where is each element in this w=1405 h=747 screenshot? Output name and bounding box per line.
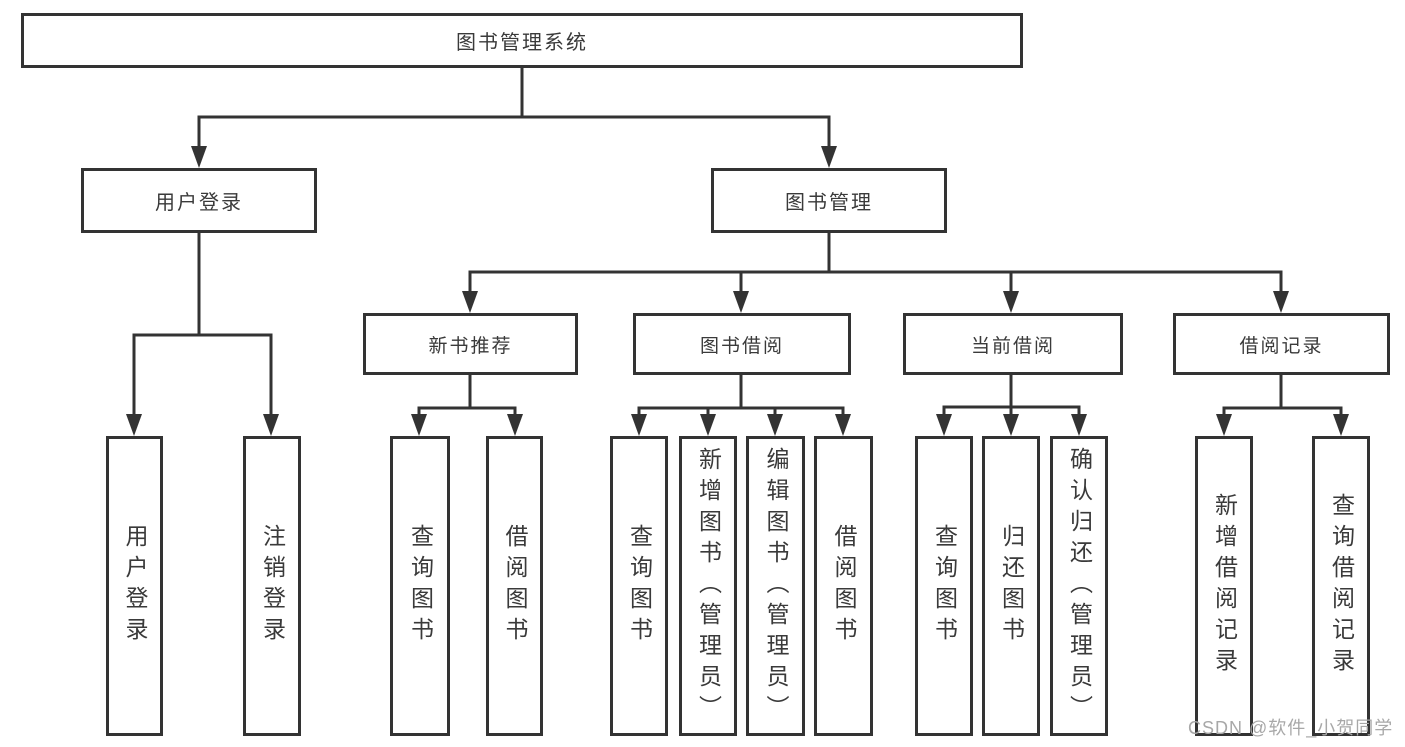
arrowhead <box>263 414 279 436</box>
leaf-add-book-admin: 新增图书（管理员） <box>679 436 737 736</box>
leaf-confirm-return-admin: 确认归还（管理员） <box>1050 436 1108 736</box>
leaf-user-login: 用户登录 <box>106 436 163 736</box>
leaf-query-book-borrow: 查询图书 <box>610 436 668 736</box>
leaf-borrow-book-label: 借阅图书 <box>831 524 857 648</box>
leaf-add-borrow-record-label: 新增借阅记录 <box>1211 493 1238 679</box>
leaf-borrow-book-recommend-label: 借阅图书 <box>502 524 528 648</box>
leaf-edit-book-admin: 编辑图书（管理员） <box>746 436 805 736</box>
connector-borrowrecord-to-leaves <box>1216 375 1349 436</box>
leaf-query-borrow-record: 查询借阅记录 <box>1312 436 1370 736</box>
node-borrowing-records: 借阅记录 <box>1173 313 1390 375</box>
leaf-user-login-label: 用户登录 <box>122 524 148 648</box>
leaf-confirm-return-admin-label: 确认归还（管理员） <box>1066 446 1093 726</box>
arrowhead <box>700 414 716 436</box>
node-book-management: 图书管理 <box>711 168 947 233</box>
leaf-query-book-current-label: 查询图书 <box>931 524 958 648</box>
leaf-borrow-book-recommend: 借阅图书 <box>486 436 543 736</box>
leaf-logout-label: 注销登录 <box>259 524 286 648</box>
leaf-return-book: 归还图书 <box>982 436 1040 736</box>
watermark: CSDN @软件_小贺同学 <box>1188 718 1394 738</box>
connector-bookborrow-to-leaves <box>631 375 851 436</box>
arrowhead <box>821 146 837 168</box>
arrowhead <box>767 414 783 436</box>
arrowhead <box>1071 414 1087 436</box>
node-library-management-system: 图书管理系统 <box>21 13 1023 68</box>
arrowhead <box>462 291 478 313</box>
leaf-query-book-recommend-label: 查询图书 <box>407 524 434 648</box>
arrowhead <box>191 146 207 168</box>
leaf-query-book-recommend: 查询图书 <box>390 436 450 736</box>
arrowhead <box>733 291 749 313</box>
leaf-query-book-borrow-label: 查询图书 <box>626 524 653 648</box>
arrowhead <box>1003 291 1019 313</box>
arrowhead <box>1333 414 1349 436</box>
arrowhead <box>1003 414 1019 436</box>
arrowhead <box>835 414 851 436</box>
leaf-add-borrow-record: 新增借阅记录 <box>1195 436 1253 736</box>
arrowhead <box>411 414 427 436</box>
leaf-add-book-admin-label: 新增图书（管理员） <box>695 446 722 726</box>
node-new-book-recommend: 新书推荐 <box>363 313 578 375</box>
node-book-borrowing: 图书借阅 <box>633 313 851 375</box>
leaf-query-borrow-record-label: 查询借阅记录 <box>1328 493 1355 679</box>
arrowhead <box>936 414 952 436</box>
leaf-return-book-label: 归还图书 <box>998 524 1025 648</box>
arrowhead <box>631 414 647 436</box>
connector-userlogin-to-leaves <box>126 233 279 436</box>
connector-currentborrow-to-leaves <box>936 375 1087 436</box>
node-current-borrowing: 当前借阅 <box>903 313 1123 375</box>
connector-bookmgmt-to-level3 <box>462 233 1289 313</box>
connector-root-to-level2 <box>191 68 837 168</box>
leaf-logout: 注销登录 <box>243 436 301 736</box>
arrowhead <box>126 414 142 436</box>
leaf-query-book-current: 查询图书 <box>915 436 973 736</box>
connector-newbook-to-leaves <box>411 375 523 436</box>
leaf-edit-book-admin-label: 编辑图书（管理员） <box>763 446 789 726</box>
node-user-login: 用户登录 <box>81 168 317 233</box>
arrowhead <box>1273 291 1289 313</box>
arrowhead <box>1216 414 1232 436</box>
arrowhead <box>507 414 523 436</box>
leaf-borrow-book: 借阅图书 <box>814 436 873 736</box>
